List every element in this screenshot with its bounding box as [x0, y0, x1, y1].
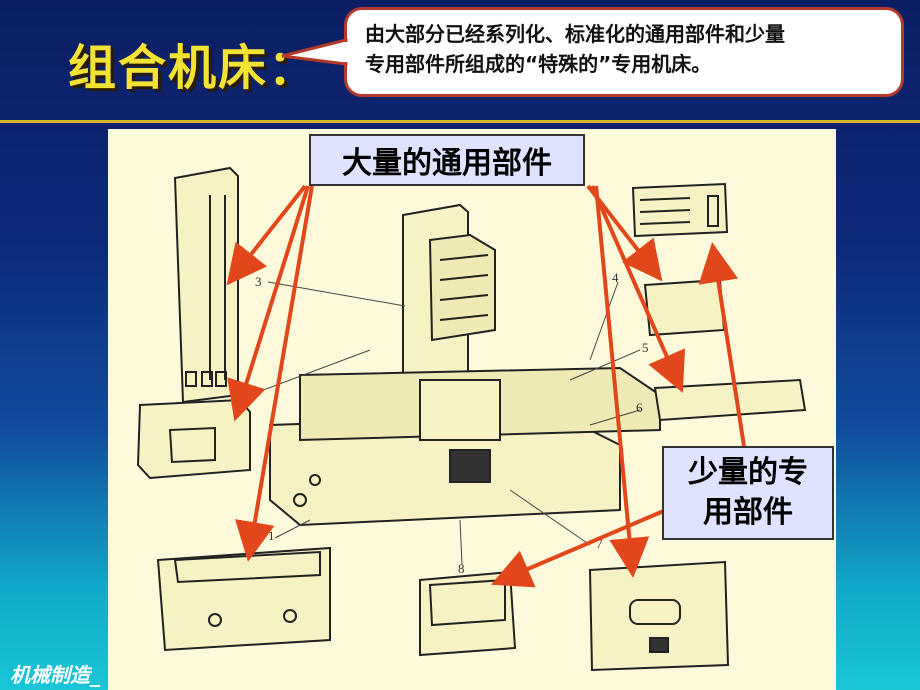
callout-line-1: 由大部分已经系列化、标准化的通用部件和少量: [365, 22, 785, 46]
pointer-arrows: [226, 184, 746, 588]
part-number-4: 4: [612, 270, 619, 285]
general-parts-label: 大量的通用部件: [309, 134, 585, 186]
callout-pointer: [281, 38, 348, 66]
part-number-6: 6: [636, 400, 643, 415]
special-parts-label: 少量的专 用部件: [662, 446, 834, 540]
part-number-3: 3: [255, 274, 262, 289]
part-number-5: 5: [642, 340, 649, 355]
title-divider: [0, 120, 920, 123]
part-number-1: 1: [268, 528, 275, 543]
slide-title: 组合机床：: [68, 40, 319, 96]
part-number-7: 7: [596, 536, 603, 551]
special-label-line-2: 用部件: [703, 495, 793, 530]
line-art: [136, 166, 807, 672]
callout-line-2: 专用部件所组成的“特殊的”专用机床。: [365, 52, 712, 76]
special-label-line-1: 少量的专: [688, 455, 808, 490]
part-number-8: 8: [458, 561, 465, 576]
footer-text: 机械制造_: [10, 663, 100, 687]
definition-callout: 由大部分已经系列化、标准化的通用部件和少量 专用部件所组成的“特殊的”专用机床。: [344, 7, 904, 97]
